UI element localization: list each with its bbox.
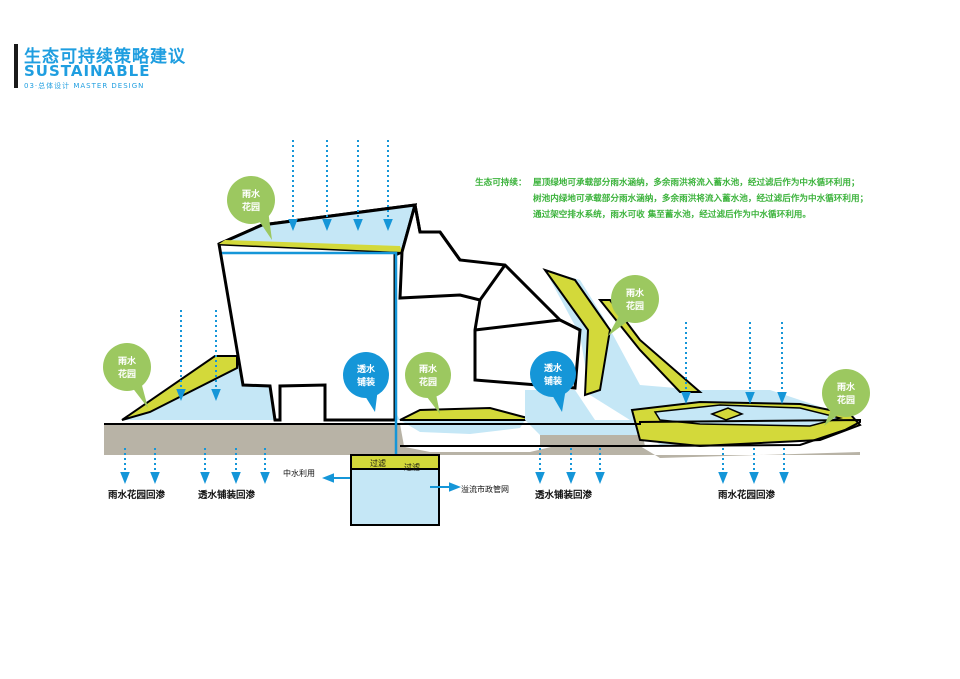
page-subtitle: 03·总体设计 MASTER DESIGN [24, 82, 145, 90]
description-line-3: 通过架空排水系统，雨水可收 集至蓄水池，经过滤后作为中水循环利用。 [533, 210, 811, 220]
header-accent-bar [14, 44, 18, 88]
reuse-label: 中水利用 [283, 468, 315, 478]
svg-text:雨水: 雨水 [242, 188, 261, 200]
svg-text:透水: 透水 [357, 363, 376, 375]
label-permeable-infiltration-right: 透水铺装回渗 [535, 489, 593, 501]
description-line-1: 屋顶绿地可承载部分雨水涵纳，多余雨洪将流入蓄水池，经过滤后作为中水循环利用； [533, 178, 860, 188]
description-label: 生态可持续： [475, 178, 527, 188]
storage-tank: 过滤 过滤 中水利用 溢流市政管网 [283, 454, 509, 526]
overflow-label: 溢流市政管网 [461, 484, 509, 494]
rain-arrows [120, 140, 789, 484]
page-title: 生态可持续策略建议 [24, 47, 186, 67]
description-line-2: 树池内绿地可承载部分雨水涵纳，多余雨洪将流入蓄水池，经过滤后作为中水循环利用； [533, 194, 869, 204]
svg-text:雨水: 雨水 [837, 381, 856, 393]
rain-garden-bubble-center: 雨水 花园 [405, 352, 451, 414]
svg-text:花园: 花园 [242, 201, 260, 213]
rain-garden-bubble-left: 雨水 花园 [103, 343, 151, 408]
roof-drain-pipe [222, 251, 402, 496]
svg-text:透水: 透水 [544, 362, 563, 374]
label-rain-garden-infiltration-left: 雨水花园回渗 [108, 489, 166, 501]
rain-garden-bubble-stream: 雨水 花园 [608, 275, 659, 336]
svg-text:花园: 花园 [626, 300, 644, 312]
page-title-english: SUSTAINABLE [24, 62, 151, 80]
rain-garden-bubble-right: 雨水 花园 [822, 369, 870, 426]
svg-text:花园: 花园 [419, 376, 437, 388]
label-rain-garden-infiltration-right: 雨水花园回渗 [718, 489, 776, 501]
strategy-description: 生态可持续： 屋顶绿地可承载部分雨水涵纳，多余雨洪将流入蓄水池，经过滤后作为中水循… [475, 175, 868, 223]
svg-text:花园: 花园 [118, 368, 136, 380]
svg-text:花园: 花园 [837, 394, 855, 406]
filter-label-1: 过滤 [370, 458, 386, 468]
main-building [217, 203, 582, 422]
filter-label-2: 过滤 [404, 462, 420, 472]
label-permeable-infiltration-left: 透水铺装回渗 [198, 489, 256, 501]
svg-text:铺装: 铺装 [357, 376, 376, 388]
permeable-paving-bubble-left: 透水 铺装 [343, 352, 389, 412]
permeable-paving-bubble-right: 透水 铺装 [530, 351, 576, 412]
rain-garden-bubble-roof: 雨水 花园 [227, 176, 275, 240]
svg-text:雨水: 雨水 [118, 355, 137, 367]
svg-text:雨水: 雨水 [419, 363, 438, 375]
svg-text:铺装: 铺装 [544, 375, 563, 387]
svg-text:雨水: 雨水 [626, 287, 645, 299]
